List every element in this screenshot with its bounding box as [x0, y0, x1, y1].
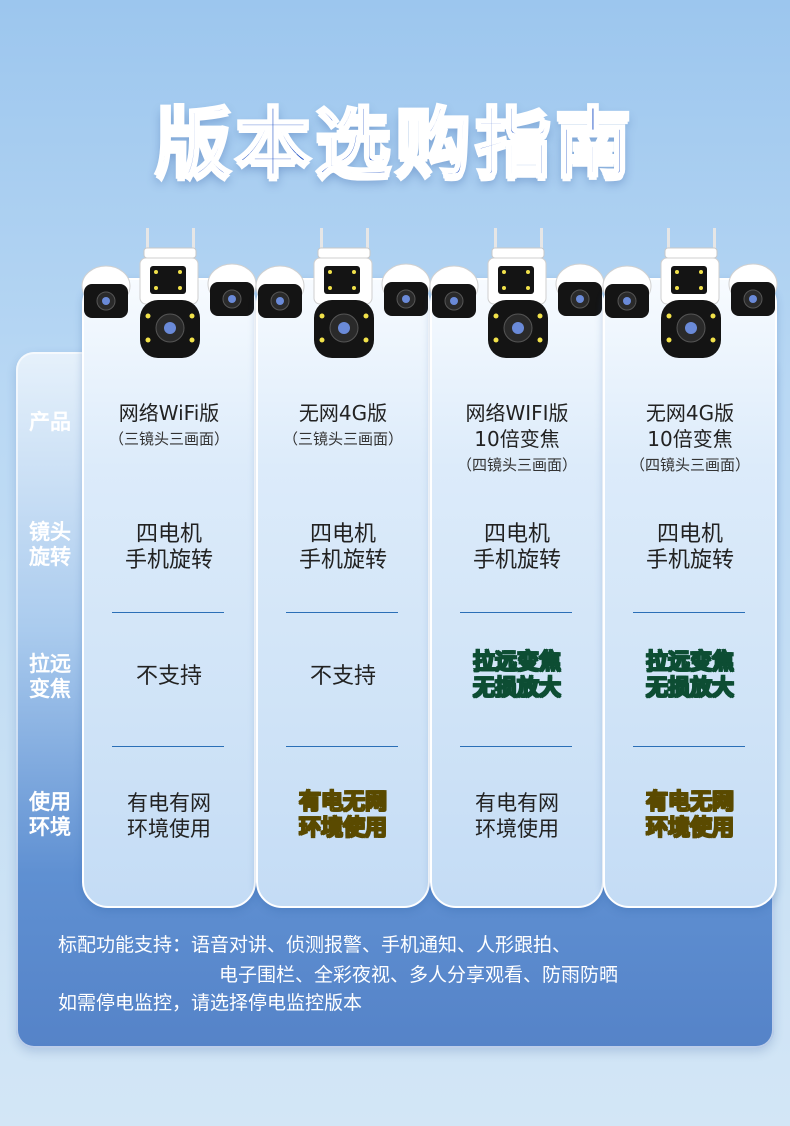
row-divider [112, 746, 224, 747]
product-card: 网络WiFi版 （三镜头三画面） 四电机手机旋转不支持有电有网环境使用 [81, 228, 257, 908]
row-label-line: 环境 [29, 815, 71, 839]
zoom-line: 不支持 [135, 664, 202, 689]
zoom-value: 拉远变焦无损放大 [605, 650, 775, 702]
row-label-line: 产品 [29, 410, 71, 434]
row-divider [460, 612, 572, 613]
product-lens-config: （三镜头三画面） [108, 430, 229, 448]
zoom-value: 拉远变焦无损放大 [432, 650, 602, 702]
zoom-line: 拉远变焦 [645, 650, 734, 676]
zoom-value: 不支持 [258, 664, 428, 690]
security-camera-icon [81, 228, 257, 358]
product-card: 无网4G版 （三镜头三画面） 四电机手机旋转不支持有电无网环境使用 [255, 228, 431, 908]
product-name-line: 网络WIFI版 [465, 401, 569, 425]
row-label-env: 使用 环境 [22, 790, 78, 840]
lens-rotation-line: 手机旋转 [645, 548, 734, 573]
zoom-value: 不支持 [84, 664, 254, 690]
product-lens-config: （四镜头三画面） [456, 456, 577, 474]
security-camera-icon [429, 228, 605, 358]
row-label-line: 镜头 [29, 520, 71, 544]
footer-features-line2: 电子围栏、全彩夜视、多人分享观看、防雨防晒 [219, 964, 619, 986]
product-name: 网络WiFi版 （三镜头三画面） [84, 400, 254, 452]
security-camera-icon [255, 228, 431, 358]
usage-environment-line: 环境使用 [127, 817, 211, 841]
zoom-line: 不支持 [309, 664, 376, 689]
row-divider [633, 612, 745, 613]
product-name: 无网4G版 （三镜头三画面） [258, 400, 428, 452]
footer-note: 如需停电监控，请选择停电监控版本 [58, 992, 363, 1014]
usage-environment-line: 有电无网 [645, 790, 734, 816]
row-label-line: 变焦 [29, 677, 71, 701]
row-label-zoom: 拉远 变焦 [22, 652, 78, 702]
product-lens-config: （三镜头三画面） [282, 430, 403, 448]
lens-rotation-line: 四电机 [656, 522, 723, 547]
lens-rotation-value: 四电机手机旋转 [84, 522, 254, 574]
lens-rotation-line: 四电机 [483, 522, 550, 547]
security-camera-icon [602, 228, 778, 358]
usage-environment-value: 有电有网环境使用 [84, 790, 254, 842]
usage-environment-line: 有电有网 [127, 791, 211, 815]
product-name-line: 网络WiFi版 [118, 401, 220, 425]
usage-environment-line: 环境使用 [475, 817, 559, 841]
product-name-line: 无网4G版 [645, 401, 735, 425]
lens-rotation-line: 手机旋转 [472, 548, 561, 573]
lens-rotation-value: 四电机手机旋转 [432, 522, 602, 574]
lens-rotation-value: 四电机手机旋转 [258, 522, 428, 574]
row-label-line: 使用 [29, 790, 71, 814]
zoom-line: 无损放大 [472, 676, 561, 702]
usage-environment-line: 有电有网 [475, 791, 559, 815]
lens-rotation-line: 手机旋转 [124, 548, 213, 573]
product-name-line: 无网4G版 [298, 401, 388, 425]
usage-environment-line: 环境使用 [298, 816, 387, 842]
lens-rotation-line: 四电机 [135, 522, 202, 547]
lens-rotation-line: 四电机 [309, 522, 376, 547]
zoom-line: 无损放大 [645, 676, 734, 702]
usage-environment-line: 有电无网 [298, 790, 387, 816]
row-divider [460, 746, 572, 747]
zoom-line: 拉远变焦 [472, 650, 561, 676]
product-name-line: 10倍变焦 [474, 427, 560, 451]
product-name-line: 10倍变焦 [647, 427, 733, 451]
usage-environment-value: 有电有网环境使用 [432, 790, 602, 842]
row-label-product: 产品 [22, 410, 78, 435]
footer-features-line1: 标配功能支持：语音对讲、侦测报警、手机通知、人形跟拍、 [58, 934, 572, 956]
row-divider [112, 612, 224, 613]
usage-environment-value: 有电无网环境使用 [258, 790, 428, 842]
product-lens-config: （四镜头三画面） [629, 456, 750, 474]
lens-rotation-line: 手机旋转 [298, 548, 387, 573]
row-label-lens: 镜头 旋转 [22, 520, 78, 570]
usage-environment-line: 环境使用 [645, 816, 734, 842]
row-divider [286, 746, 398, 747]
row-divider [633, 746, 745, 747]
row-label-line: 拉远 [29, 652, 71, 676]
row-divider [286, 612, 398, 613]
page-title: 版本选购指南 [154, 98, 635, 190]
lens-rotation-value: 四电机手机旋转 [605, 522, 775, 574]
usage-environment-value: 有电无网环境使用 [605, 790, 775, 842]
row-label-line: 旋转 [29, 545, 71, 569]
